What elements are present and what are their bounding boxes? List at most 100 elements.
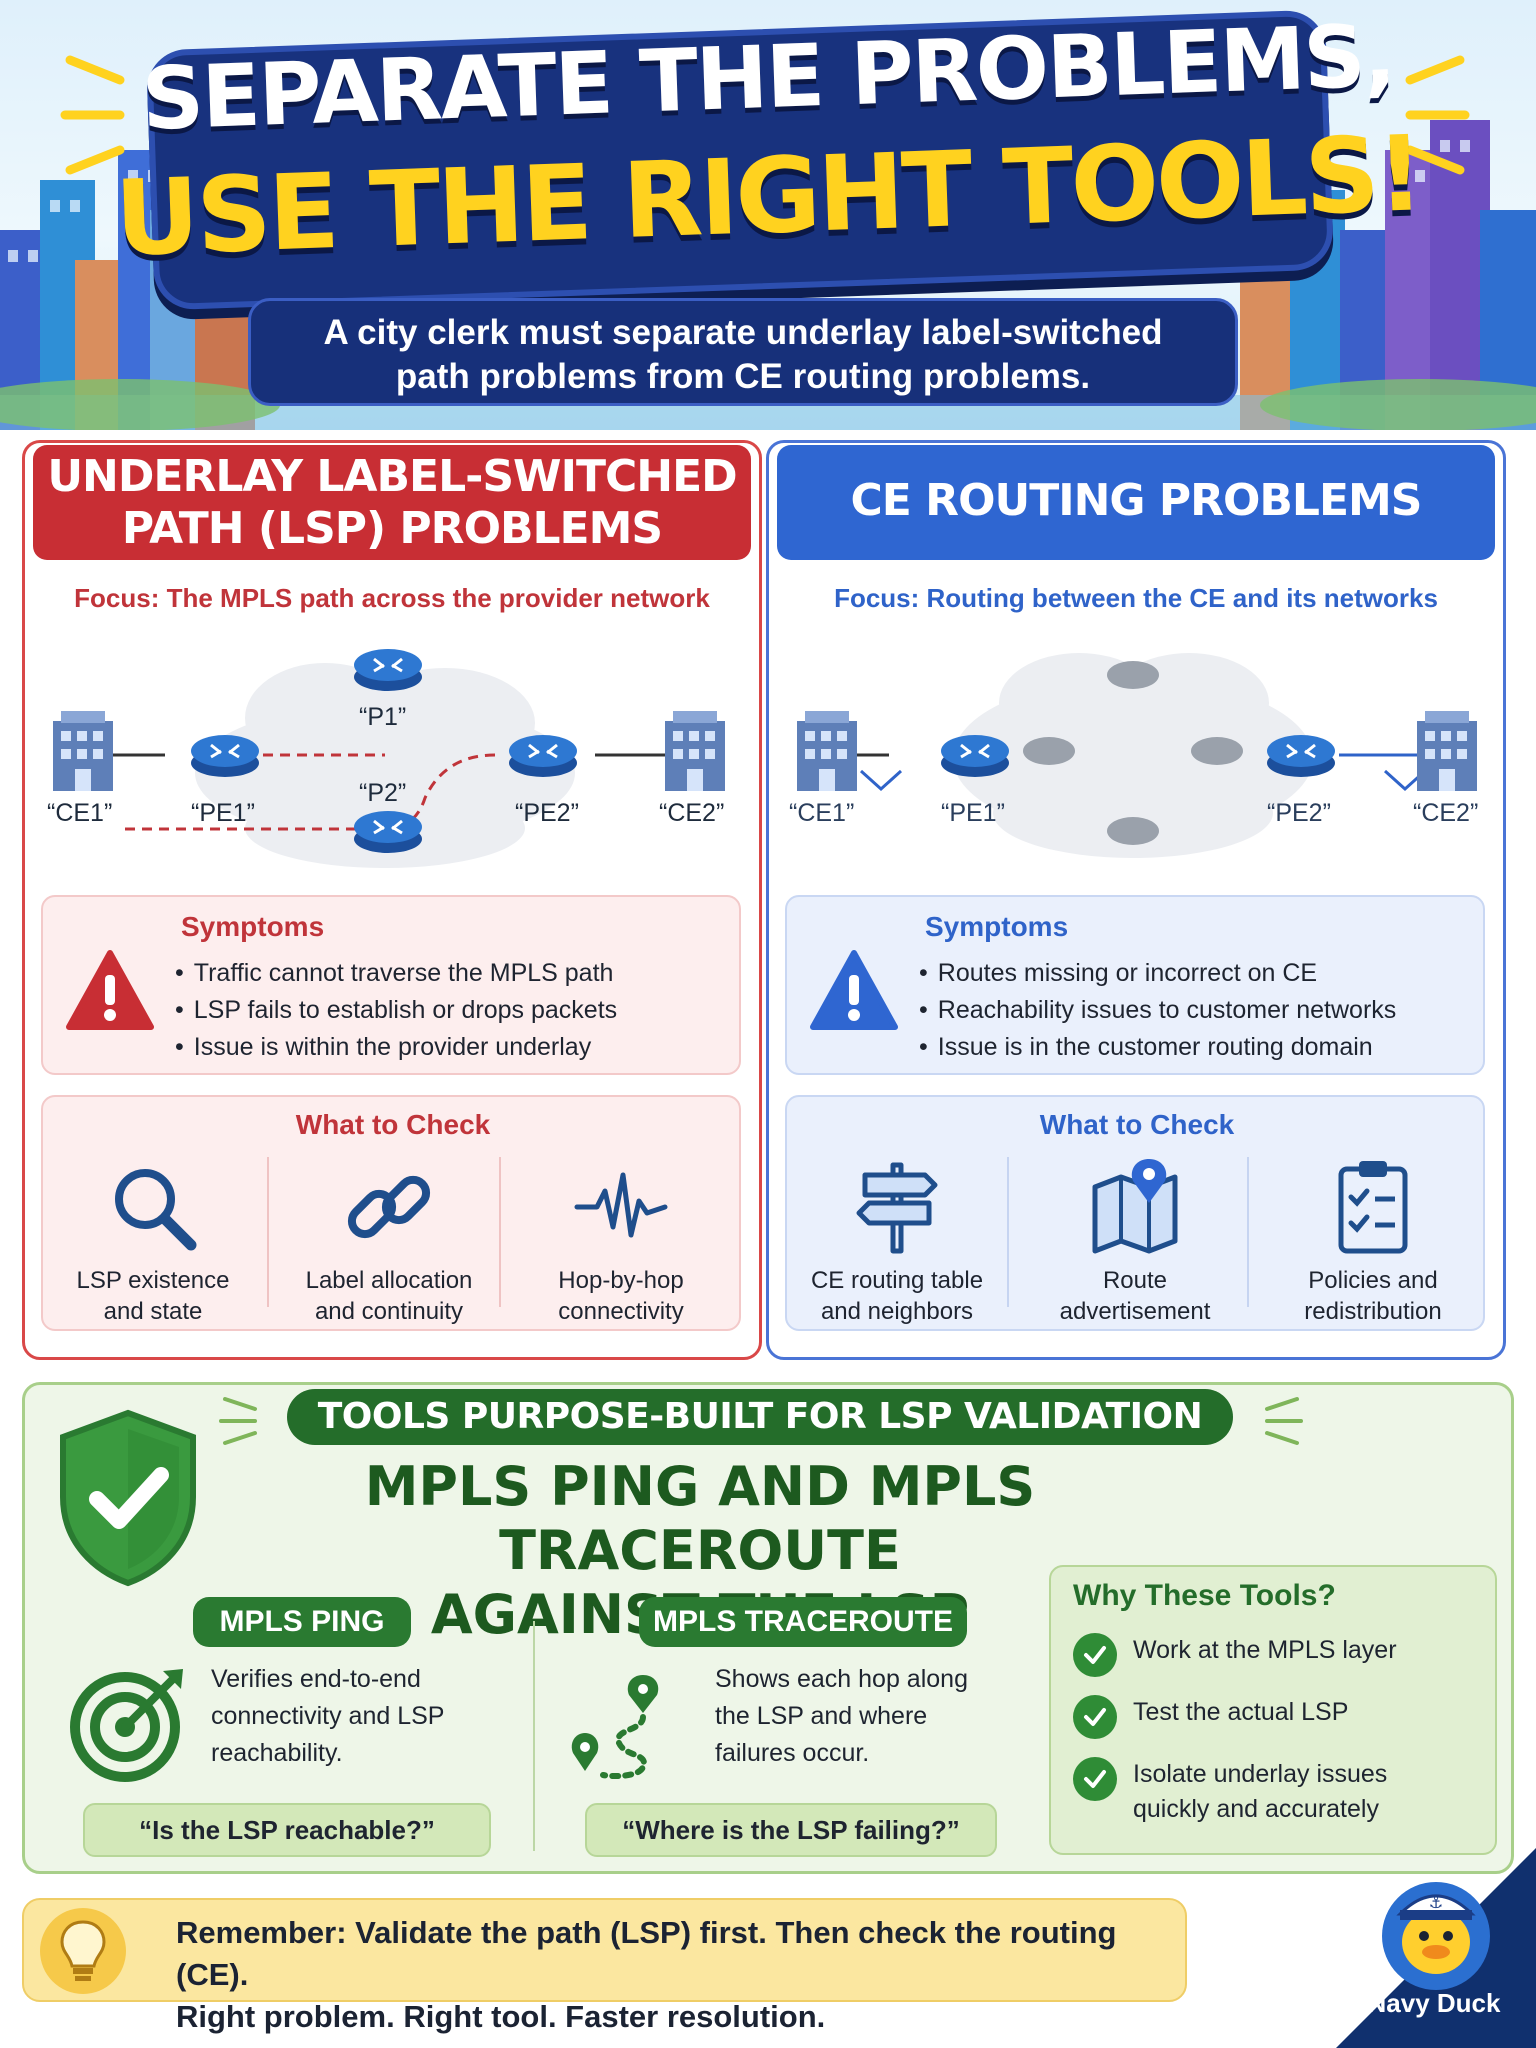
mpls-ping-description: Verifies end-to-end connectivity and LSP…: [211, 1661, 444, 1772]
check-label-line1: Policies and: [1308, 1267, 1438, 1294]
check-hop-by-hop: Hop-by-hop connectivity: [511, 1157, 731, 1327]
list-item: Routes missing or incorrect on CE: [911, 955, 1396, 992]
mpls-traceroute-label: MPLS TRACEROUTE: [639, 1597, 967, 1647]
check-label-line2: advertisement: [1059, 1298, 1211, 1325]
why-text: Isolate underlay issues: [1133, 1760, 1388, 1788]
ce-check-title: What to Check: [1039, 1109, 1235, 1140]
why-item: Test the actual LSP: [1073, 1695, 1348, 1739]
ce-focus-text: Focus: Routing between the CE and its ne…: [834, 583, 1438, 613]
chain-link-icon: [347, 1175, 431, 1239]
magnifier-icon: [115, 1169, 197, 1251]
node-label-pe1: “PE1”: [941, 799, 1005, 827]
lsp-diagram-graphic: [53, 649, 725, 868]
check-route-advertisement: Route advertisement: [1025, 1157, 1245, 1327]
ce-network-diagram: “CE1” “PE1” “PE2” “CE2”: [769, 633, 1503, 873]
check-label-line2: redistribution: [1304, 1298, 1442, 1325]
router-pe1-icon: [191, 735, 259, 777]
router-p2-icon: [354, 811, 422, 853]
list-item: Issue is in the customer routing domain: [911, 1029, 1396, 1066]
node-label-p1: “P1”: [359, 703, 407, 731]
lsp-symptoms-title: Symptoms: [181, 911, 325, 942]
check-label-line2: and state: [103, 1298, 203, 1325]
mpls-traceroute-description: Shows each hop along the LSP and where f…: [715, 1661, 968, 1772]
check-label-line1: Route: [1102, 1267, 1168, 1294]
subtitle-line2: path problems from CE routing problems.: [395, 357, 1091, 396]
signpost-icon: [856, 1162, 938, 1254]
lsp-problems-panel: UNDERLAY LABEL-SWITCHED PATH (LSP) PROBL…: [22, 440, 762, 1360]
lsp-panel-title-line2: PATH (LSP) PROBLEMS: [121, 503, 663, 554]
target-icon: [70, 1669, 183, 1782]
why-item: Work at the MPLS layer: [1073, 1633, 1397, 1677]
node-label-p2: “P2”: [359, 779, 407, 807]
header: SEPARATE THE PROBLEMS, USE THE RIGHT TOO…: [0, 0, 1536, 430]
router-pe2-icon: [509, 735, 577, 777]
ce-routing-problems-panel: CE ROUTING PROBLEMS Focus: Routing betwe…: [766, 440, 1506, 1360]
tools-section: TOOLS PURPOSE-BUILT FOR LSP VALIDATION M…: [22, 1382, 1514, 1874]
desc-line: Verifies end-to-end: [211, 1665, 421, 1693]
badge-burst-left: [219, 1397, 257, 1445]
warning-triangle-icon: [810, 950, 898, 1030]
ce-symptoms-list: Routes missing or incorrect on CE Reacha…: [911, 955, 1397, 1066]
check-label-line2: and neighbors: [820, 1298, 974, 1325]
desc-line: reachability.: [211, 1739, 343, 1767]
navy-duck-logo: ⚓: [1336, 1848, 1536, 2048]
check-lsp-existence: LSP existence and state: [43, 1157, 263, 1327]
tools-title-line1: MPLS PING AND MPLS TRACEROUTE: [364, 1455, 1036, 1582]
divider: [1247, 1157, 1249, 1307]
svg-text:⚓: ⚓: [1429, 1893, 1443, 1912]
router-p1-icon: [354, 649, 422, 691]
list-item: Reachability issues to customer networks: [911, 992, 1397, 1029]
tools-divider: [533, 1621, 535, 1851]
list-item: LSP fails to establish or drops packets: [167, 992, 617, 1029]
check-label-line1: LSP existence: [76, 1267, 230, 1294]
router-pe1-icon: [941, 735, 1009, 777]
node-label-pe2: “PE2”: [515, 799, 579, 827]
lsp-panel-title: UNDERLAY LABEL-SWITCHED PATH (LSP) PROBL…: [33, 445, 751, 560]
remember-banner: Remember: Validate the path (LSP) first.…: [22, 1898, 1187, 2034]
lsp-symptoms-list: Traffic cannot traverse the MPLS path LS…: [167, 955, 617, 1066]
lightbulb-icon: [40, 1908, 126, 1994]
node-label-ce2: “CE2”: [659, 799, 725, 827]
divider: [499, 1157, 501, 1307]
list-item: Traffic cannot traverse the MPLS path: [167, 955, 617, 992]
node-label-ce2: “CE2”: [1413, 799, 1479, 827]
lsp-network-diagram: “CE1” “PE1” “P1” “P2” “PE2” “CE2”: [25, 633, 759, 873]
badge-burst-right: [1265, 1397, 1303, 1445]
desc-line: the LSP and where: [715, 1702, 928, 1730]
check-label-line1: Hop-by-hop: [558, 1267, 684, 1294]
warning-triangle-icon: [66, 950, 154, 1030]
remember-text: Remember: Validate the path (LSP) first.…: [176, 1912, 1185, 2038]
checkmark-circle-icon: [1073, 1633, 1117, 1677]
lsp-what-to-check-box: What to Check LSP existence and state: [41, 1095, 741, 1331]
node-label-pe1: “PE1”: [191, 799, 255, 827]
remember-line2: Right problem. Right tool. Faster resolu…: [176, 1999, 826, 2034]
brand-name: Navy Duck: [1367, 1988, 1501, 2018]
left-burst-lines: [60, 55, 125, 175]
check-label-line2: connectivity: [558, 1298, 684, 1325]
clipboard-checklist-icon: [1338, 1161, 1408, 1254]
desc-line: failures occur.: [715, 1739, 870, 1767]
building-ce1-icon: [797, 711, 857, 791]
check-label-line2: and continuity: [314, 1298, 464, 1325]
divider: [267, 1157, 269, 1307]
map-pin-icon: [1092, 1159, 1178, 1254]
ce-diagram-graphic: [797, 653, 1477, 858]
why-text: Work at the MPLS layer: [1133, 1636, 1397, 1664]
why-these-tools-box: Why These Tools? Work at the MPLS layer …: [1049, 1565, 1497, 1855]
divider: [1007, 1157, 1009, 1307]
remember-line1: Remember: Validate the path (LSP) first.…: [176, 1915, 1117, 1992]
lsp-check-title: What to Check: [295, 1109, 491, 1140]
subtitle-line1: A city clerk must separate underlay labe…: [323, 313, 1163, 352]
ce-symptoms-title: Symptoms: [925, 911, 1069, 942]
why-title: Why These Tools?: [1073, 1579, 1336, 1612]
checkmark-circle-icon: [1073, 1695, 1117, 1739]
node-label-ce1: “CE1”: [789, 799, 855, 827]
mpls-ping-quote: “Is the LSP reachable?”: [83, 1803, 491, 1857]
building-ce2-icon: [1417, 711, 1477, 791]
mpls-traceroute-quote: “Where is the LSP failing?”: [585, 1803, 997, 1857]
check-policies-redistribution: Policies and redistribution: [1263, 1157, 1483, 1327]
